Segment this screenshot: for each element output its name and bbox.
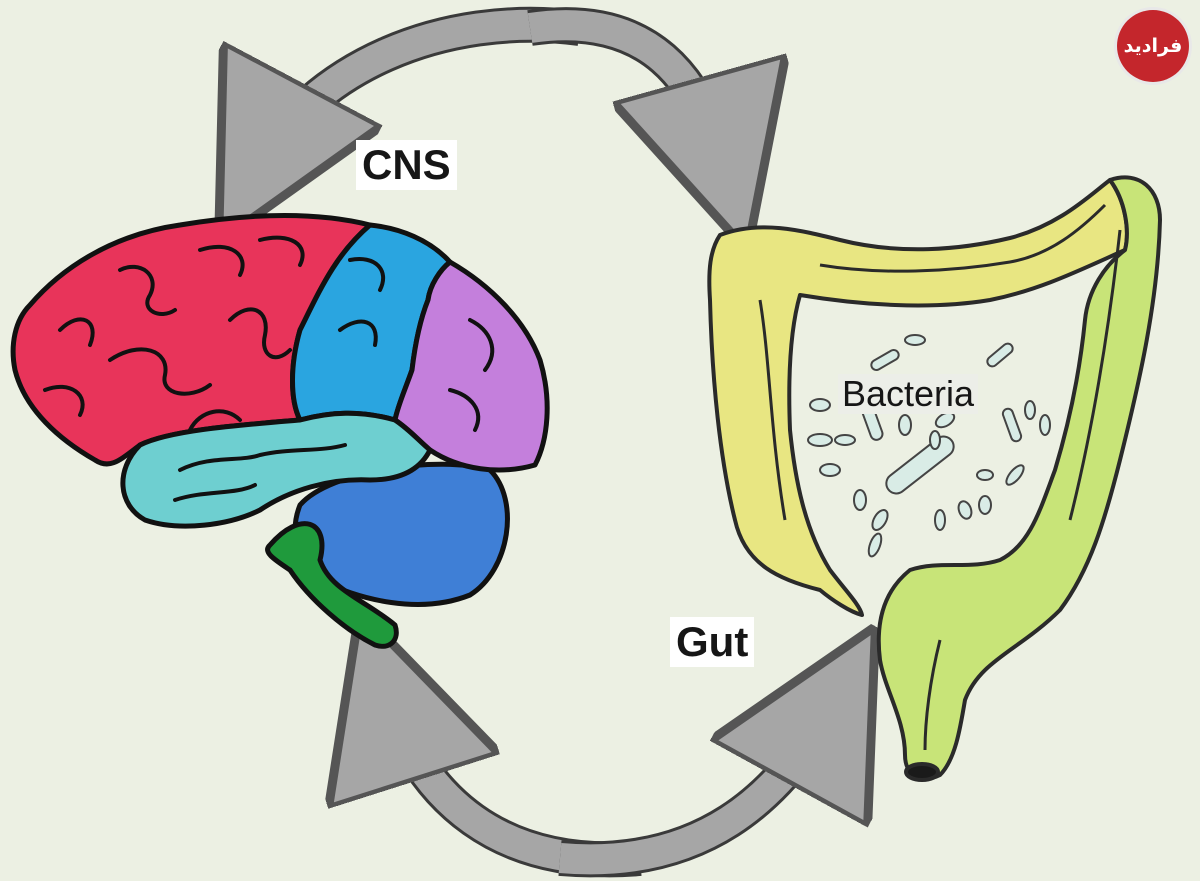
temporal-lobe (120, 410, 433, 529)
colon-icon (707, 175, 1162, 782)
brain-icon (10, 213, 550, 649)
cns-label: CNS (356, 140, 457, 191)
top-arrow-pair (258, 6, 725, 170)
rectum-opening (904, 762, 940, 782)
logo-badge: فرادید (1117, 10, 1189, 82)
logo-text: فرادید (1123, 35, 1183, 57)
bacteria-label: Bacteria (838, 374, 979, 414)
bottom-arrow-pair (385, 690, 835, 878)
colon-descending (876, 175, 1162, 781)
gut-label: Gut (670, 617, 755, 668)
bacteria-icon (807, 334, 1051, 558)
brainstem (265, 521, 399, 649)
colon-ascending (707, 178, 1129, 617)
